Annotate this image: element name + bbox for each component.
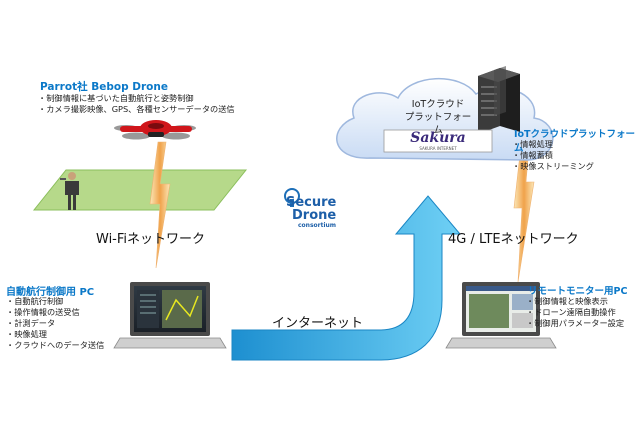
secure-drone-line3: consortium [298,222,337,229]
monitor-pc-list: 制御情報と映像表示 ドローン遠隔自動操作 制御用パラメーター設定 [526,296,624,329]
list-item: 情報処理 [512,139,594,150]
control-laptop-icon [113,282,227,349]
secure-drone-line1: Secure [286,195,337,210]
internet-label: インターネット [272,316,364,331]
internet-arrow-icon [231,195,462,361]
iot-platform-list: 情報処理 情報蓄積 映像ストリーミング [512,139,594,172]
lte-network-label: 4G / LTEネットワーク [448,232,579,247]
drone-title: Parrot社 Bebop Drone [40,81,168,93]
person-icon [60,172,79,210]
drone-icon [114,120,196,140]
list-item: 操作情報の送受信 [6,307,104,318]
list-item: 映像ストリーミング [512,161,594,172]
list-item: カメラ撮影映像、GPS、各種センサーデータの送信 [38,104,234,115]
sakura-logo-sub: SAKURA INTERNET [419,146,457,151]
drone-feature-list: 制御情報に基づいた自動航行と姿勢制御 カメラ撮影映像、GPS、各種センサーデータ… [38,93,235,115]
wireless-link-icon [149,141,171,269]
monitor-pc-title: リモートモニター用PC [528,286,628,297]
cloud-label-line2: プラットフォーム [404,112,472,136]
list-item: 映像処理 [6,329,104,340]
list-item: ドローン遠隔自動操作 [526,307,624,318]
cloud-label-line1: IoTクラウド [411,99,465,110]
list-item: クラウドへのデータ送信 [6,340,104,351]
sakura-logo-box [383,129,493,153]
list-item: 自動航行制御 [6,296,104,307]
control-pc-title: 自動航行制御用 PC [6,287,95,298]
list-item: 制御情報に基づいた自動航行と姿勢制御 [38,93,235,104]
control-pc-list: 自動航行制御 操作情報の送受信 計測データ 映像処理 クラウドへのデータ送信 [6,296,104,351]
list-item: 計測データ [6,318,104,329]
monitor-laptop-icon [445,282,557,349]
list-item: 情報蓄積 [512,150,594,161]
secure-drone-logo [284,188,300,207]
sakura-logo-text: Sakura [410,130,466,146]
server-rack-icon [478,66,520,134]
wifi-network-label: Wi-Fiネットワーク [96,232,206,247]
secure-drone-line2: Drone [292,208,337,223]
cloud-label: IoTクラウド プラットフォーム [402,98,474,137]
secure-drone-text: Secure Drone consortium [280,196,336,229]
grass-field [32,169,248,211]
list-item: 制御情報と映像表示 [526,296,624,307]
list-item: 制御用パラメーター設定 [526,318,624,329]
